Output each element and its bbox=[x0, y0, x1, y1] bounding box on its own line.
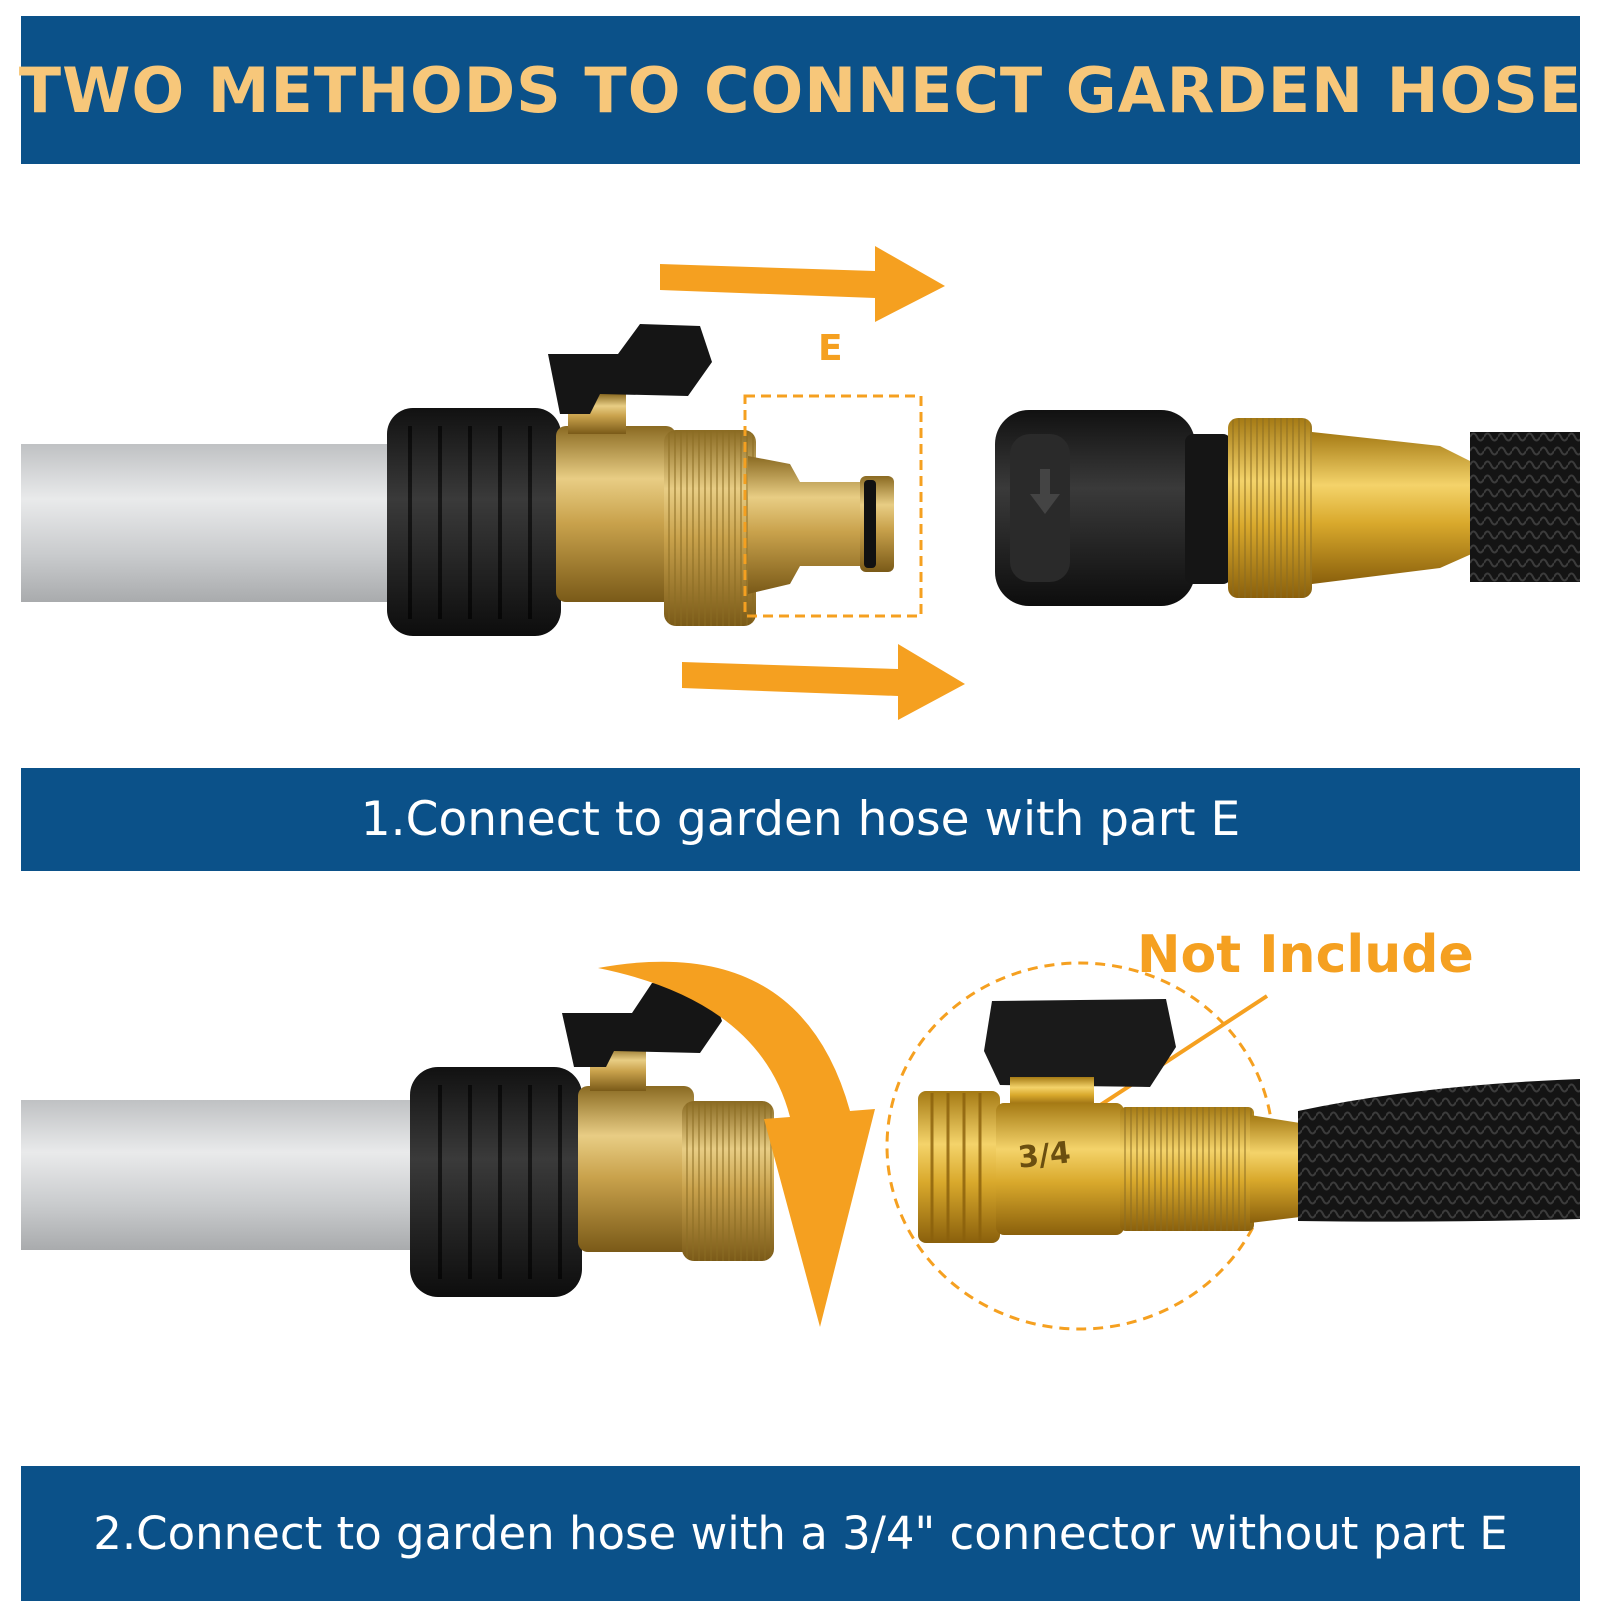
fitting-size-marking: 3/4 bbox=[1016, 1135, 1073, 1176]
step2-banner: 2.Connect to garden hose with a 3/4" con… bbox=[21, 1466, 1580, 1601]
method1-illustration: E bbox=[0, 164, 1601, 768]
curved-arrow-down-icon bbox=[598, 961, 875, 1327]
male-thread bbox=[918, 1091, 1000, 1243]
title-banner: TWO METHODS TO CONNECT GARDEN HOSE bbox=[18, 16, 1583, 164]
step1-caption: 1.Connect to garden hose with part E bbox=[360, 792, 1241, 847]
connector-lever bbox=[984, 999, 1176, 1087]
method2-illustration: Not Include 3/4 bbox=[0, 871, 1601, 1466]
part-e-connector bbox=[748, 456, 860, 594]
black-coupling-nut bbox=[387, 408, 561, 636]
valve-lever bbox=[548, 324, 712, 414]
silver-pipe bbox=[21, 444, 401, 602]
method1-photo bbox=[21, 246, 1580, 720]
hose-brass-barb bbox=[1312, 432, 1476, 584]
part-e-dashed-box bbox=[743, 394, 923, 618]
silver-pipe-2 bbox=[21, 1100, 421, 1250]
valve-body-2 bbox=[578, 1086, 694, 1252]
page-title: TWO METHODS TO CONNECT GARDEN HOSE bbox=[18, 53, 1583, 127]
braided-hose bbox=[1470, 432, 1580, 582]
not-include-callout: Not Include bbox=[1137, 925, 1474, 985]
braided-hose-2 bbox=[1298, 1079, 1580, 1222]
black-coupling-nut-2 bbox=[410, 1067, 582, 1297]
part-e-label: E bbox=[818, 328, 843, 369]
arrow-right-top-icon bbox=[660, 246, 945, 322]
arrow-right-bottom-icon bbox=[682, 644, 965, 720]
valve-lever-2 bbox=[562, 983, 722, 1067]
valve-body bbox=[556, 426, 676, 602]
connector-body bbox=[996, 1103, 1124, 1235]
method2-photo bbox=[21, 961, 1580, 1331]
step2-caption: 2.Connect to garden hose with a 3/4" con… bbox=[93, 1507, 1508, 1560]
step1-banner: 1.Connect to garden hose with part E bbox=[21, 768, 1580, 871]
